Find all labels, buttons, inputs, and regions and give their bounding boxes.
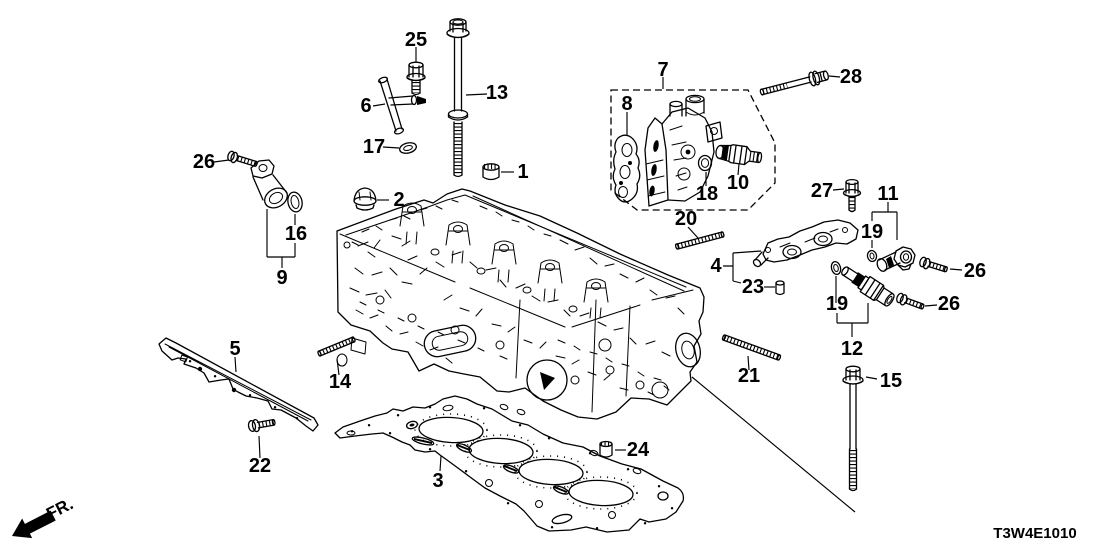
o-ring-19b-inner	[833, 263, 839, 273]
bolt-15	[842, 365, 864, 492]
o-ring-16-inner	[290, 194, 300, 210]
oil-pipe-6	[378, 76, 426, 135]
bolt-13	[446, 18, 470, 178]
callout-11[interactable]: 11	[877, 183, 898, 205]
vtc-sensor-12	[841, 266, 895, 307]
callout-26a[interactable]: 26	[964, 260, 986, 282]
bolt-26b	[896, 292, 925, 310]
callout-14[interactable]: 14	[329, 371, 352, 393]
callout-24[interactable]: 24	[627, 439, 650, 461]
callout-3[interactable]: 3	[432, 470, 443, 492]
front-arrow-icon	[12, 510, 56, 539]
callout-9[interactable]: 9	[276, 267, 287, 289]
reference-line-15	[691, 376, 856, 513]
callout-5[interactable]: 5	[229, 338, 240, 360]
callout-6[interactable]: 6	[360, 95, 371, 117]
cam-sensor-11	[876, 246, 916, 272]
head-gasket	[334, 395, 685, 533]
spool-valve-filter-2	[353, 187, 377, 211]
callout-13[interactable]: 13	[486, 82, 508, 104]
callout-21[interactable]: 21	[738, 365, 760, 387]
callout-19b[interactable]: 19	[826, 293, 848, 315]
callout-16[interactable]: 16	[285, 223, 307, 245]
callout-26b[interactable]: 26	[938, 293, 960, 315]
chain-case-gasket	[158, 337, 319, 432]
bolt-22	[247, 418, 276, 433]
callout-1[interactable]: 1	[517, 161, 528, 183]
bolt-28	[759, 70, 829, 96]
o-ring-19b	[830, 260, 842, 276]
water-passage	[752, 219, 859, 296]
o-ring-16	[287, 191, 303, 213]
callout-23[interactable]: 23	[742, 276, 764, 298]
callout-27[interactable]: 27	[811, 180, 833, 202]
callouts: 25 6 13 17 1 2 26 16 9 5 14 22 3 24 7 8 …	[193, 29, 986, 492]
leader-lines	[213, 47, 963, 472]
callout-18[interactable]: 18	[696, 183, 718, 205]
callout-22[interactable]: 22	[249, 455, 271, 477]
callout-28[interactable]: 28	[840, 66, 862, 88]
callout-15[interactable]: 15	[880, 370, 902, 392]
callout-26l[interactable]: 26	[193, 151, 215, 173]
stud-21	[721, 334, 782, 361]
callout-4[interactable]: 4	[710, 255, 722, 277]
stud-14	[317, 336, 356, 357]
callout-20[interactable]: 20	[675, 208, 697, 230]
diagram-code: T3W4E1010	[993, 525, 1076, 542]
callout-7[interactable]: 7	[657, 59, 668, 81]
callout-10[interactable]: 10	[727, 172, 749, 194]
stud-20	[675, 231, 725, 250]
dowel-1	[482, 163, 500, 181]
o-ring-19a-inner	[869, 252, 875, 260]
bolt-25	[406, 61, 426, 96]
callout-19a[interactable]: 19	[861, 221, 883, 243]
dowel-24	[599, 440, 613, 458]
cylinder-head	[336, 188, 705, 420]
cam-sensor-9	[250, 159, 288, 209]
screw-26l	[227, 150, 258, 167]
bolt-27	[842, 178, 862, 213]
callout-8[interactable]: 8	[621, 93, 632, 115]
callout-25[interactable]: 25	[405, 29, 427, 51]
front-direction-indicator: FR.	[12, 494, 76, 539]
callout-2[interactable]: 2	[393, 189, 404, 211]
washer-17	[399, 142, 417, 154]
o-ring-19a	[866, 249, 878, 263]
bolt-26a	[919, 256, 948, 273]
vtc-spool-valve-assembly	[610, 89, 776, 211]
callout-12[interactable]: 12	[841, 338, 863, 360]
callout-17[interactable]: 17	[363, 136, 385, 158]
